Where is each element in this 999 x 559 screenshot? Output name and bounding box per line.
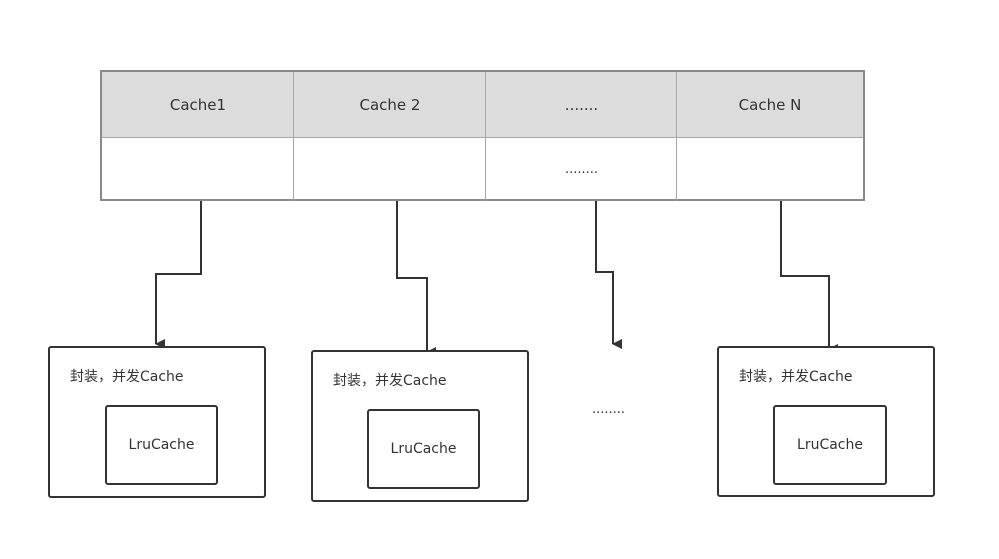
table-cell-cache-n <box>677 137 863 201</box>
table-col-divider <box>676 72 677 201</box>
table-cell-ellipsis: ........ <box>564 161 599 177</box>
table-col-divider <box>485 72 486 201</box>
concurrent-cache-label: 封装，并发Cache <box>739 369 853 385</box>
connector-cache-n <box>780 200 838 354</box>
concurrent-cache-box-n: 封装，并发Cache LruCache <box>717 346 935 497</box>
table-header-cache-n: Cache N <box>677 72 863 137</box>
lru-cache-box: LruCache <box>105 405 218 485</box>
table-col-divider <box>293 72 294 201</box>
table-header-cache2: Cache 2 <box>294 72 486 137</box>
table-header-ellipsis: ....... <box>486 72 677 137</box>
table-cell-cache2 <box>294 137 486 201</box>
concurrent-cache-box-2: 封装，并发Cache LruCache <box>311 350 529 502</box>
lru-cache-box: LruCache <box>367 409 480 489</box>
connector-cache2 <box>396 200 436 357</box>
concurrent-cache-label: 封装，并发Cache <box>333 373 447 389</box>
lru-cache-box: LruCache <box>773 405 887 485</box>
connector-cache1 <box>155 200 202 349</box>
concurrent-cache-box-1: 封装，并发Cache LruCache <box>48 346 266 498</box>
connector-cache-ellipsis <box>595 200 622 349</box>
ellipsis-text: ........ <box>592 402 626 417</box>
table-row-divider <box>102 137 863 138</box>
concurrent-cache-label: 封装，并发Cache <box>70 369 184 385</box>
table-cell-cache1 <box>102 137 294 201</box>
cache-table: Cache1 Cache 2 ....... Cache N ........ <box>100 70 865 201</box>
table-header-cache1: Cache1 <box>102 72 294 137</box>
